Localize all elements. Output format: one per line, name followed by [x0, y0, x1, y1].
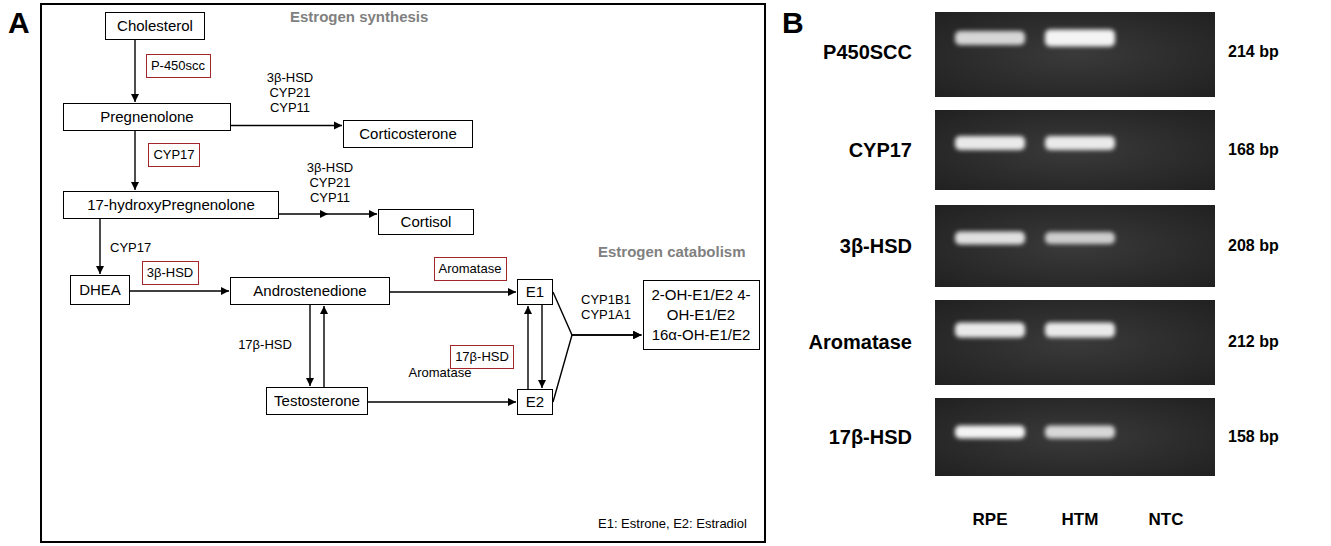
panel-letter: B — [782, 6, 804, 40]
gel-image — [935, 398, 1215, 476]
product-box: 2-OH-E1/E2 4-OH-E1/E2 16α-OH-E1/E2 — [643, 280, 760, 350]
size-label: 158 bp — [1228, 428, 1279, 446]
compound-box: Corticosterone — [343, 120, 473, 148]
box-text: Pregnenolone — [100, 108, 193, 126]
box-text: CYP17 — [153, 146, 194, 164]
gene-label: CYP17 — [849, 139, 912, 162]
box-text: Corticosterone — [359, 125, 457, 143]
compound-box: Pregnenolone — [63, 103, 231, 131]
gel-image — [935, 12, 1215, 97]
reaction-arrow — [130, 290, 229, 291]
gel-band — [1045, 136, 1115, 150]
reaction-arrow — [553, 292, 642, 335]
gel-band — [1045, 426, 1115, 439]
enzyme-box: P-450scc — [146, 54, 211, 78]
enzyme-box: 3β-HSD — [142, 261, 199, 285]
box-text: Testosterone — [274, 392, 360, 410]
panel-letter: A — [8, 6, 30, 40]
reaction-arrow — [541, 305, 542, 388]
gel-background — [935, 110, 1215, 190]
compound-box: Testosterone — [266, 387, 368, 415]
reaction-arrow — [279, 213, 377, 214]
gel-band — [955, 232, 1025, 245]
compound-box: Cholesterol — [105, 12, 205, 40]
lane-label: RPE — [973, 510, 1008, 530]
compound-box: DHEA — [70, 275, 130, 305]
gel-band — [955, 136, 1025, 150]
gel-band — [955, 31, 1025, 45]
box-text: Cortisol — [401, 213, 452, 231]
box-text: Aromatase — [439, 260, 502, 278]
reaction-arrow — [99, 219, 100, 274]
box-text: 2-OH-E1/E2 4-OH-E1/E2 16α-OH-E1/E2 — [651, 285, 752, 345]
figure-panel: Estrogen synthesisEstrogen catabolismE1:… — [40, 3, 766, 543]
compound-box: E2 — [517, 389, 553, 415]
compound-box: Cortisol — [378, 209, 474, 235]
section-heading: Estrogen synthesis — [290, 8, 428, 25]
footnote: E1: Estrone, E2: Estradiol — [598, 516, 747, 531]
gel-band — [1045, 232, 1115, 244]
enzyme-label: 3β-HSD CYP21 CYP11 — [306, 160, 355, 205]
gel-band — [955, 426, 1025, 439]
box-text: 17β-HSD — [455, 348, 509, 366]
gel-image — [935, 300, 1215, 385]
enzyme-box: CYP17 — [148, 143, 200, 167]
gel-background — [935, 398, 1215, 476]
gel-image — [935, 205, 1215, 287]
reaction-arrow — [368, 401, 516, 402]
lane-label: HTM — [1062, 510, 1099, 530]
reaction-arrow — [134, 40, 135, 102]
gene-label: 3β-HSD — [840, 235, 912, 258]
gel-background — [935, 300, 1215, 385]
compound-box: E1 — [517, 279, 553, 305]
reaction-arrow — [390, 291, 516, 292]
reaction-arrow — [309, 305, 310, 386]
size-label: 208 bp — [1228, 237, 1279, 255]
enzyme-label: CYP1B1 CYP1A1 — [580, 292, 632, 322]
enzyme-label: Aromatase — [409, 365, 472, 380]
gel-background — [935, 12, 1215, 97]
reaction-arrow — [231, 125, 342, 126]
gene-label: Aromatase — [809, 331, 912, 354]
reaction-arrow — [134, 131, 135, 190]
section-heading: Estrogen catabolism — [598, 243, 746, 260]
gene-label: P450SCC — [823, 41, 912, 64]
gel-image — [935, 110, 1215, 190]
box-text: DHEA — [79, 281, 121, 299]
box-text: Cholesterol — [117, 17, 193, 35]
box-text: 3β-HSD — [147, 264, 193, 282]
gel-band — [1045, 30, 1115, 47]
enzyme-label: 17β-HSD — [238, 337, 292, 352]
reaction-arrow — [323, 306, 324, 387]
enzyme-label: CYP17 — [110, 240, 151, 255]
gene-label: 17β-HSD — [829, 426, 912, 449]
box-text: Androstenedione — [253, 282, 366, 300]
box-text: P-450scc — [151, 57, 205, 75]
gel-background — [935, 205, 1215, 287]
size-label: 212 bp — [1228, 333, 1279, 351]
size-label: 168 bp — [1228, 141, 1279, 159]
compound-box: 17-hydroxyPregnenolone — [63, 191, 279, 219]
compound-box: Androstenedione — [230, 277, 390, 305]
reaction-arrow — [527, 306, 528, 389]
box-text: E1 — [526, 283, 544, 301]
lane-label: NTC — [1149, 510, 1184, 530]
enzyme-label: 3β-HSD CYP21 CYP11 — [266, 70, 315, 115]
box-text: 17-hydroxyPregnenolone — [87, 196, 255, 214]
size-label: 214 bp — [1228, 43, 1279, 61]
box-text: E2 — [526, 393, 544, 411]
gel-band — [955, 323, 1025, 338]
reaction-arrow — [553, 335, 642, 402]
gel-band — [1045, 323, 1115, 338]
enzyme-box: Aromatase — [434, 257, 507, 281]
